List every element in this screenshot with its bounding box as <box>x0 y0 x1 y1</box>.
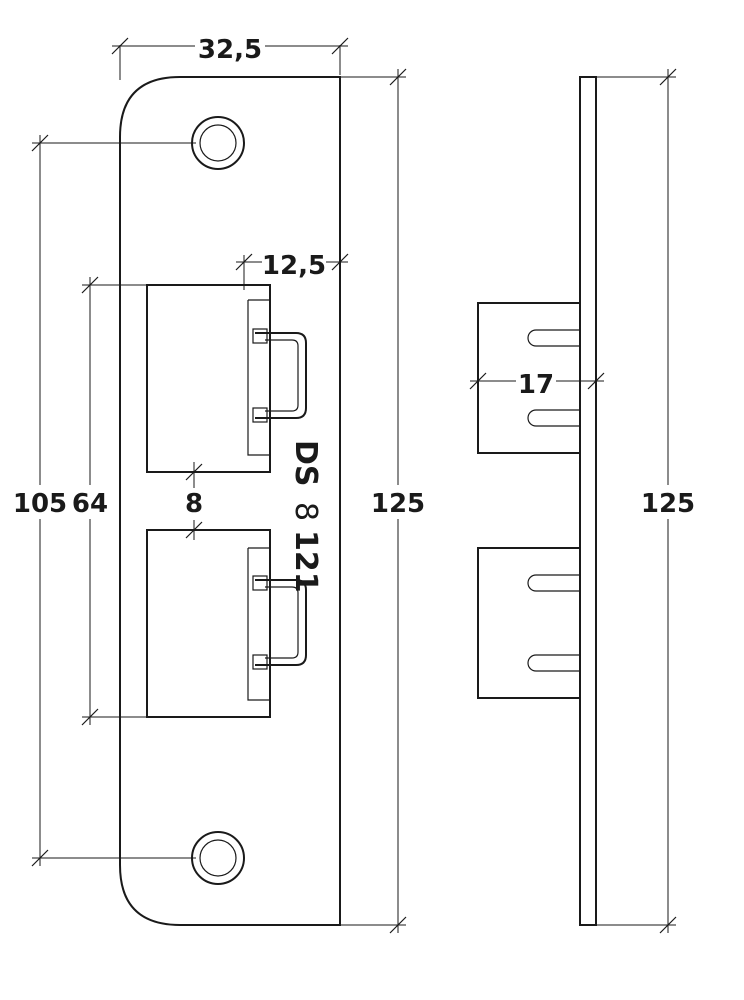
dim-plate-width: 32,5 <box>198 35 262 65</box>
plate-outline <box>119 76 341 926</box>
dim-side-height: 125 <box>641 489 695 519</box>
dim-side-depth: 17 <box>518 370 554 400</box>
dim-front-height: 125 <box>371 489 425 519</box>
lower-latch-opening <box>146 529 307 718</box>
front-view: DS 8 121 <box>119 76 341 926</box>
side-upper-box <box>477 302 580 454</box>
dim-keeper-depth: 12,5 <box>262 251 326 281</box>
side-plate <box>579 76 597 926</box>
bottom-screw-hole <box>191 831 245 885</box>
front-dimensions: 32,5 12,5 105 64 8 <box>13 28 425 934</box>
upper-latch-opening <box>146 284 307 473</box>
side-dimensions: 17 125 <box>469 68 695 934</box>
side-lower-box <box>477 547 580 699</box>
side-view <box>477 76 597 926</box>
dim-opening-span: 64 <box>72 489 108 519</box>
marking-brand: DS <box>288 440 323 487</box>
dim-gap: 8 <box>185 489 203 519</box>
dim-hole-spacing: 105 <box>13 489 67 519</box>
top-screw-hole <box>191 116 245 170</box>
marking-model-a: 8 <box>288 502 323 521</box>
marking-model-b: 121 <box>288 530 323 593</box>
model-marking: DS 8 121 <box>288 440 323 593</box>
